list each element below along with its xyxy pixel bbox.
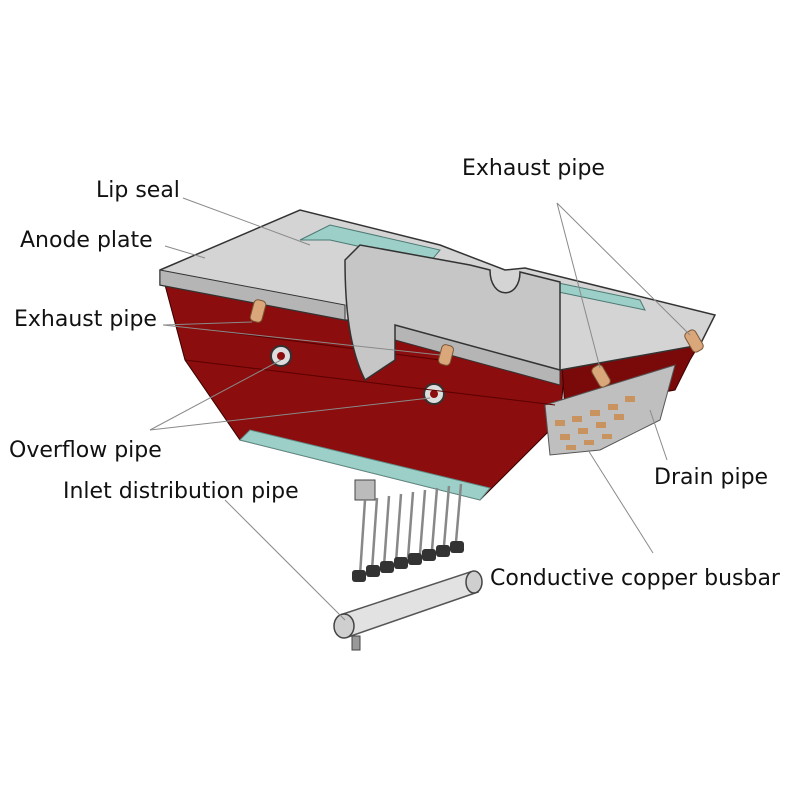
label-anode-plate: Anode plate bbox=[20, 228, 153, 253]
copper-busbar-pattern bbox=[555, 396, 635, 450]
label-lip-seal: Lip seal bbox=[96, 178, 180, 203]
label-conductive-copper-busbar: Conductive copper busbar bbox=[490, 566, 780, 591]
label-overflow-pipe: Overflow pipe bbox=[9, 438, 162, 463]
overflow-flange bbox=[270, 345, 445, 405]
top-plate bbox=[159, 209, 717, 388]
label-drain-pipe: Drain pipe bbox=[654, 465, 769, 490]
label-exhaust-pipe-left: Exhaust pipe bbox=[14, 307, 157, 332]
label-exhaust-pipe-top: Exhaust pipe bbox=[462, 156, 605, 181]
label-inlet-distribution-pipe: Inlet distribution pipe bbox=[63, 479, 299, 504]
leader-lines bbox=[149, 197, 691, 621]
exhaust-pipe-fittings bbox=[249, 299, 704, 388]
inlet-manifold bbox=[333, 479, 483, 651]
